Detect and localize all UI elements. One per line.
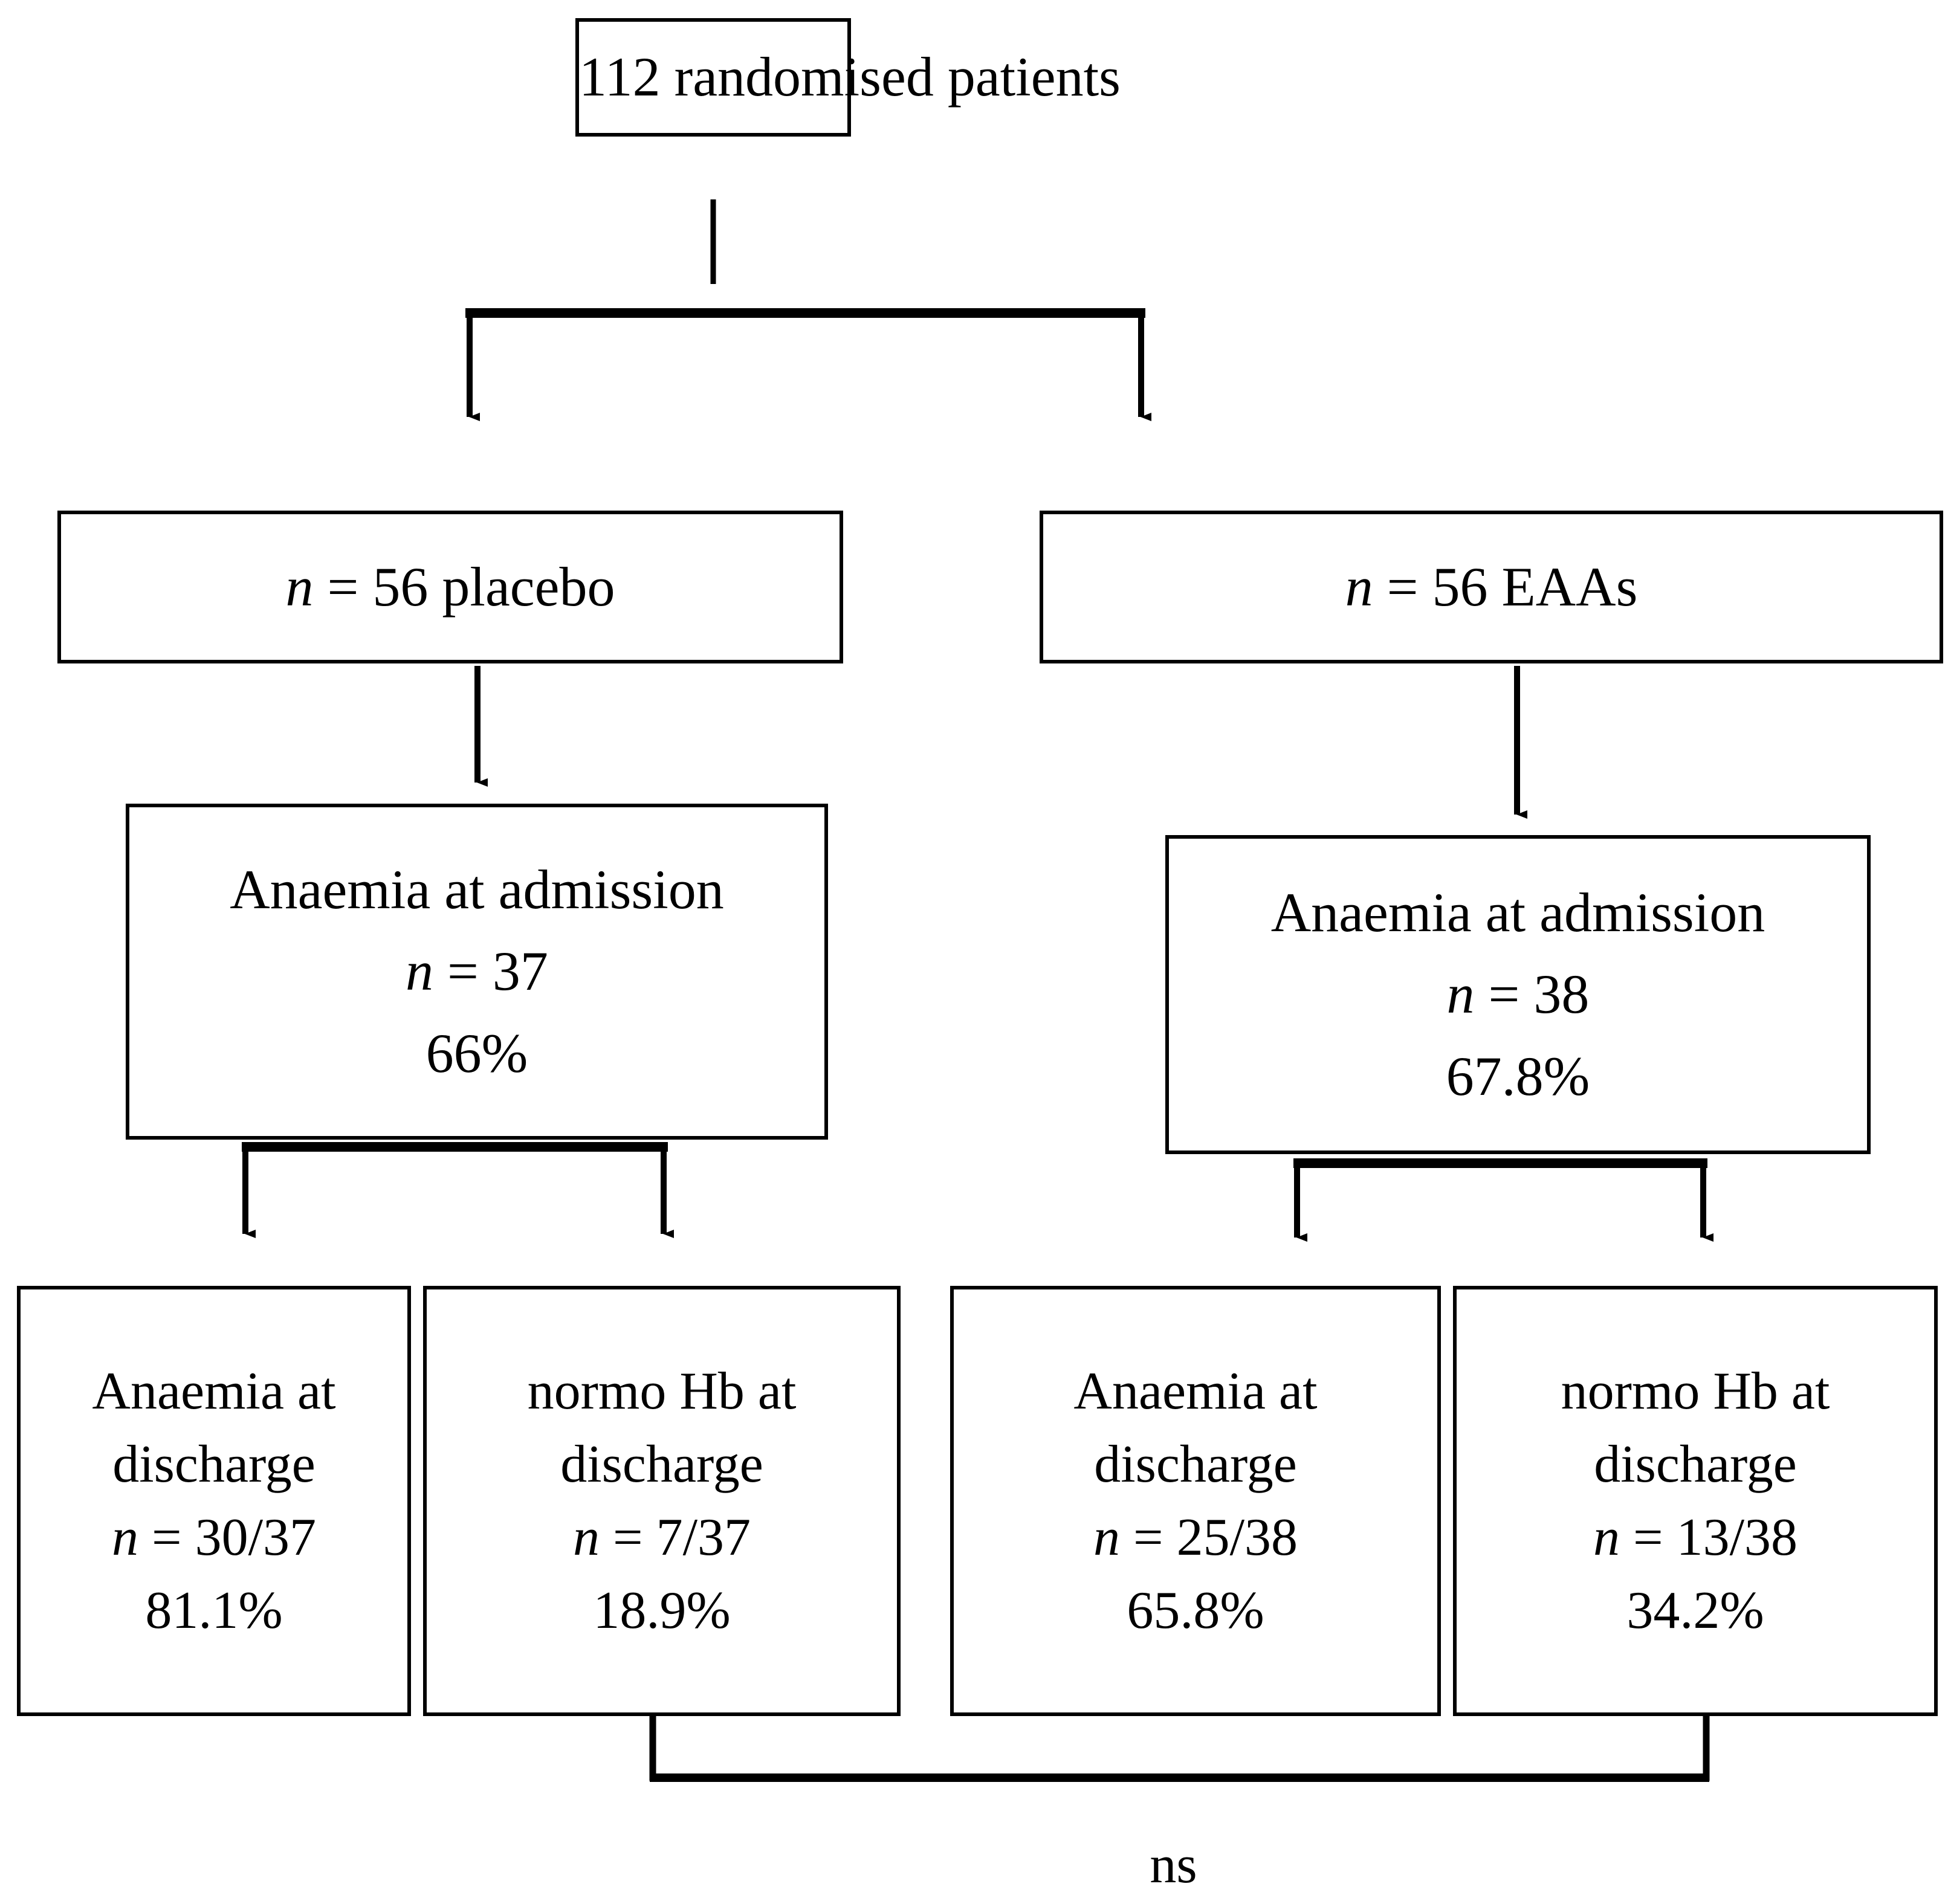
node-outcome-1-count-text: = 7/37: [599, 1508, 751, 1567]
n-symbol: n: [285, 555, 314, 618]
node-admission-eaas-title: Anaemia at admission: [1270, 881, 1765, 943]
node-admission-eaas-count: n = 38: [1169, 964, 1867, 1024]
node-outcome-3: normo Hb at discharge n = 13/38 34.2%: [1453, 1286, 1938, 1716]
node-outcome-3-count: n = 13/38: [1457, 1509, 1934, 1566]
n-symbol: n: [1593, 1508, 1620, 1567]
node-admission-placebo-count-text: = 37: [433, 940, 548, 1002]
node-admission-eaas-count-text: = 38: [1474, 963, 1590, 1025]
node-eaas-arm: n = 56 EAAs: [1040, 511, 1943, 663]
n-symbol: n: [1446, 963, 1475, 1025]
node-outcome-2-title-line1: Anaemia at: [1073, 1361, 1318, 1421]
node-outcome-1-title-line2: discharge: [560, 1434, 763, 1494]
node-outcome-0-title-line2: discharge: [112, 1434, 315, 1494]
n-symbol: n: [111, 1508, 138, 1567]
node-outcome-1-title-line1: normo Hb at: [527, 1361, 797, 1421]
node-outcome-0-percent: 81.1%: [145, 1581, 283, 1641]
node-outcome-2-count: n = 25/38: [954, 1509, 1437, 1566]
node-eaas-arm-label: n = 56 EAAs: [1043, 557, 1940, 617]
node-outcome-0-title-line1: Anaemia at: [92, 1361, 336, 1421]
node-outcome-1: normo Hb at discharge n = 7/37 18.9%: [423, 1286, 901, 1716]
node-outcome-3-title-line2: discharge: [1594, 1434, 1797, 1494]
node-admission-eaas: Anaemia at admission n = 38 67.8%: [1165, 835, 1871, 1154]
node-outcome-2-count-text: = 25/38: [1119, 1508, 1298, 1567]
node-outcome-2-title-line2: discharge: [1094, 1434, 1297, 1494]
node-eaas-arm-text: = 56 EAAs: [1373, 555, 1638, 618]
node-outcome-2-percent: 65.8%: [1127, 1581, 1264, 1641]
node-outcome-0: Anaemia at discharge n = 30/37 81.1%: [17, 1286, 411, 1716]
node-outcome-3-title-line1: normo Hb at: [1561, 1361, 1830, 1421]
node-admission-placebo-title: Anaemia at admission: [230, 858, 724, 920]
node-randomised-patients-label: 112 randomised patients: [579, 46, 1121, 108]
node-outcome-0-count-text: = 30/37: [138, 1508, 317, 1567]
node-admission-eaas-percent: 67.8%: [1446, 1045, 1590, 1107]
node-outcome-2: Anaemia at discharge n = 25/38 65.8%: [950, 1286, 1441, 1716]
node-placebo-arm: n = 56 placebo: [57, 511, 843, 663]
node-randomised-patients: 112 randomised patients: [575, 18, 1121, 137]
node-outcome-3-count-text: = 13/38: [1619, 1508, 1798, 1567]
node-admission-placebo-percent: 66%: [426, 1022, 528, 1084]
node-placebo-arm-text: = 56 placebo: [313, 555, 615, 618]
node-outcome-1-count: n = 7/37: [427, 1509, 897, 1566]
node-placebo-arm-label: n = 56 placebo: [61, 557, 840, 617]
n-symbol: n: [406, 940, 434, 1002]
n-symbol: n: [1345, 555, 1373, 618]
n-symbol: n: [1093, 1508, 1120, 1567]
node-admission-placebo: Anaemia at admission n = 37 66%: [126, 804, 828, 1140]
n-symbol: n: [572, 1508, 600, 1567]
significance-label: ns: [1150, 1836, 1197, 1894]
node-admission-placebo-count: n = 37: [129, 941, 824, 1001]
node-outcome-1-percent: 18.9%: [593, 1581, 731, 1641]
node-outcome-3-percent: 34.2%: [1626, 1581, 1764, 1641]
node-outcome-0-count: n = 30/37: [21, 1509, 407, 1566]
